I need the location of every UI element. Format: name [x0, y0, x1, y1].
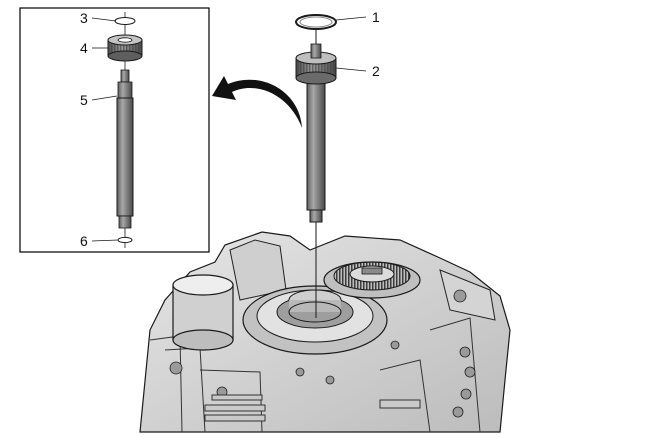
snap-ring-6 — [117, 236, 133, 244]
curved-arrow — [212, 76, 302, 128]
callout-2: 2 — [372, 63, 380, 79]
callout-labels: 1 2 3 4 5 6 — [80, 9, 380, 249]
shaft-5 — [116, 69, 134, 229]
callout-5: 5 — [80, 92, 88, 108]
snap-ring-3 — [114, 17, 136, 25]
inset-exploded-view — [19, 7, 210, 253]
callout-4: 4 — [80, 40, 88, 56]
output-gear — [323, 261, 421, 299]
shaft-assembly-installed — [295, 14, 337, 318]
clutch-drum — [242, 285, 388, 355]
callout-3: 3 — [80, 10, 88, 26]
snap-ring-1 — [295, 14, 337, 30]
callout-1: 1 — [372, 9, 380, 25]
leader-lines — [91, 16, 367, 242]
accumulator-cylinder — [172, 274, 234, 351]
gear-4 — [107, 34, 143, 62]
callout-6: 6 — [80, 233, 88, 249]
